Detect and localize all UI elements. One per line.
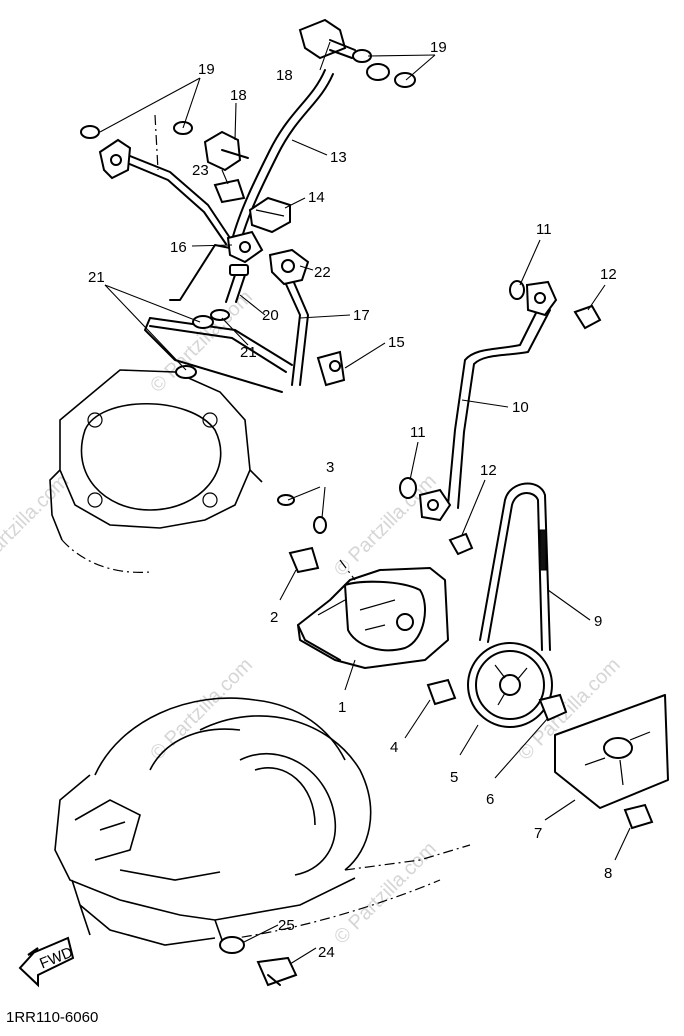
- callout-20: 20: [262, 307, 279, 324]
- callout-15: 15: [388, 334, 405, 351]
- callout-5: 5: [450, 769, 458, 786]
- callout-10: 10: [512, 399, 529, 416]
- callout-23: 23: [192, 162, 209, 179]
- bolts-lower: [426, 678, 654, 830]
- cylinder-outline: [49, 369, 263, 573]
- callout-25: 25: [278, 917, 295, 934]
- callout-2: 2: [270, 609, 278, 626]
- callout-24: 24: [318, 944, 335, 961]
- callout-16: 16: [170, 239, 187, 256]
- callout-21a: 21: [88, 269, 105, 286]
- watermark-text: © Partzilla.com: [330, 470, 441, 581]
- oil-pipe-10: [399, 280, 602, 556]
- callout-13: 13: [330, 149, 347, 166]
- union-bolt-top: [298, 18, 416, 88]
- callout-12a: 12: [600, 266, 617, 283]
- drain-bolt: [219, 936, 298, 987]
- callout-8: 8: [604, 865, 612, 882]
- callout-7: 7: [534, 825, 542, 842]
- oil-delivery-pipe: [98, 69, 346, 393]
- callout-17: 17: [353, 307, 370, 324]
- callout-11b: 11: [410, 424, 426, 441]
- callout-14: 14: [308, 189, 325, 206]
- watermark-text: © Partzilla.com: [330, 838, 441, 949]
- fwd-arrow: FWD: [18, 936, 75, 988]
- callout-19b: 19: [198, 61, 215, 78]
- diagram-code: 1RR110-6060: [6, 1009, 98, 1026]
- oil-pump: [277, 494, 449, 669]
- callout-11a: 11: [536, 221, 552, 238]
- callout-3: 3: [326, 459, 334, 476]
- drive-chain: [479, 482, 551, 651]
- crankcase-outline: [54, 697, 471, 946]
- watermark-text: © Partzilla.com: [0, 470, 73, 581]
- watermark-text: © Partzilla.com: [146, 654, 257, 765]
- callout-6: 6: [486, 791, 494, 808]
- callout-1: 1: [338, 699, 346, 716]
- callout-12b: 12: [480, 462, 497, 479]
- sprocket-cover: [554, 694, 669, 809]
- callout-labels: 1 2 3 4 5 6 7 8 9 10 11 11 12 12 13 14 1…: [88, 39, 617, 961]
- callout-4: 4: [390, 739, 398, 756]
- callout-18b: 18: [230, 87, 247, 104]
- watermarks: © Partzilla.com © Partzilla.com © Partzi…: [0, 286, 625, 948]
- callout-18a: 18: [276, 67, 293, 84]
- sprocket: [467, 642, 553, 728]
- callout-19a: 19: [430, 39, 447, 56]
- callout-9: 9: [594, 613, 602, 630]
- callout-22: 22: [314, 264, 331, 281]
- callout-21b: 21: [240, 344, 257, 361]
- leader-lines: [99, 41, 631, 965]
